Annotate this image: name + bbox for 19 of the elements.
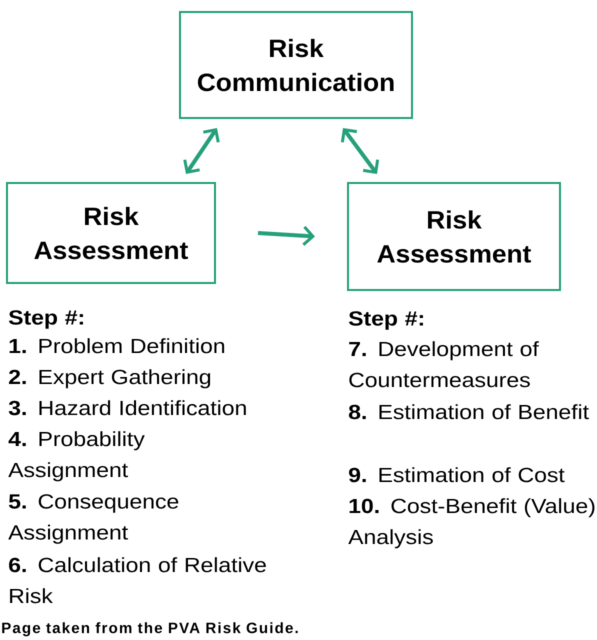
list-heading: Step #: [8, 310, 83, 329]
arrow [183, 128, 220, 174]
process-box: Risk Communication [179, 11, 413, 119]
step-item: 2. Expert Gathering [9, 369, 210, 388]
process-box: Risk Assessment [6, 182, 216, 284]
step-item: 7. Development of Countermeasures [349, 341, 539, 388]
process-box: Risk Assessment [347, 182, 561, 291]
step-item: 3. Hazard Identification [8, 400, 246, 416]
step-item: 5. Consequence Assignment [8, 494, 178, 544]
list-heading: Step #: [348, 311, 423, 330]
arrow [340, 128, 380, 174]
step-item: 4. Probability Assignment [8, 431, 145, 482]
step-item: 6. Calculation of Relative Risk [9, 557, 266, 604]
step-item: 8. Estimation of Benefit [348, 404, 589, 420]
step-item: 10. Cost-Benefit (Value) Analysis [348, 498, 594, 548]
step-item: 1. Problem Definition [10, 338, 224, 354]
arrow [258, 226, 315, 246]
caption: Page taken from the PVA Risk Guide. [2, 622, 298, 636]
step-item: 9. Estimation of Cost [349, 467, 565, 482]
